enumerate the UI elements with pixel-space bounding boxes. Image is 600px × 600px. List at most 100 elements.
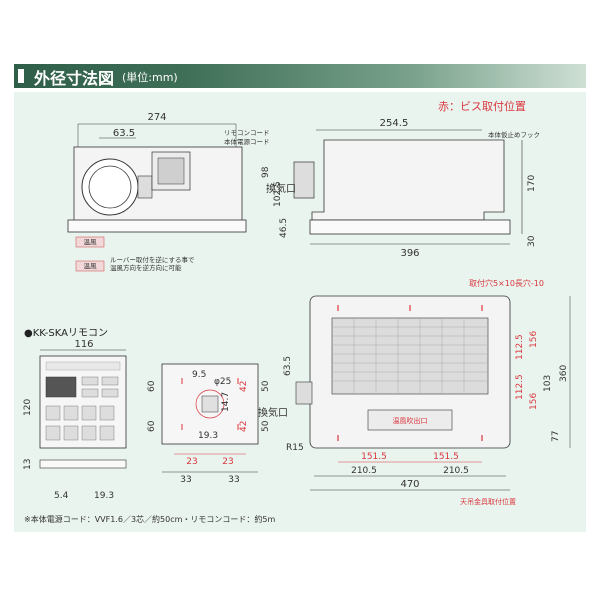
exhaust-label-bottom: 換気口 (258, 406, 288, 419)
dim-103: 103 (543, 375, 553, 392)
section-header: 外径寸法図 (単位:mm) (14, 64, 586, 88)
remote-title: ●KK-SKAリモコン (24, 328, 108, 339)
header-bar (14, 64, 586, 88)
dim-98: 98 (261, 166, 271, 178)
louver-note-1: ルーバー取付を逆にする事で (110, 255, 195, 264)
dim-r15: R15 (286, 443, 304, 453)
remote-button (45, 405, 61, 421)
unit-base-side (309, 219, 511, 235)
remote-button (81, 388, 99, 398)
dim-112-5-b: 112.5 (515, 374, 525, 400)
dim-50-b: 50 (261, 420, 271, 432)
wire-hole (195, 389, 225, 419)
dim-width-274: 274 (147, 112, 166, 123)
remote-header-strip (45, 361, 121, 371)
dim-33-a: 33 (180, 475, 191, 485)
dim-210-5-right: 210.5 (443, 466, 469, 476)
dim-remote-120: 120 (23, 399, 33, 416)
remote-cord-label: リモコンコード (224, 129, 270, 137)
remote-drawing: ●KK-SKAリモコン 116 120 (23, 328, 271, 501)
dim-151-5-left: 151.5 (361, 452, 387, 462)
dim-30: 30 (527, 235, 537, 247)
dim-210-5-left: 210.5 (351, 466, 377, 476)
remote-button (45, 425, 61, 441)
warm-air-icon (75, 236, 105, 248)
unit-body-side (311, 139, 505, 221)
hanger-note: 天吊金具取付位置 (460, 497, 516, 506)
warm-air-icon-label-1: 温風 (84, 237, 98, 246)
remote-display (45, 376, 77, 398)
dim-112-5-a: 112.5 (515, 334, 525, 360)
side-view: 赤：ビス取付位置 リモコンコード 本体電源コード 本体仮止めフック 254.5 … (224, 99, 540, 259)
duct-outer (81, 158, 139, 216)
remote-button (81, 376, 99, 386)
remote-button (99, 425, 115, 441)
warm-air-icon (75, 260, 105, 272)
warm-air-icon-label-2: 温風 (84, 261, 98, 270)
dim-remote-19-3: 19.3 (94, 491, 114, 501)
exhaust-port-bottom (295, 381, 313, 405)
hook-label: 本体仮止めフック (488, 130, 540, 139)
intake-grille (331, 317, 489, 395)
dim-170: 170 (527, 175, 537, 192)
dim-77: 77 (551, 431, 561, 442)
header-marker (18, 69, 24, 83)
dim-33-b: 33 (228, 475, 239, 485)
dim-remote-116: 116 (74, 339, 93, 350)
dim-151-5-right: 151.5 (433, 452, 459, 462)
dim-50-a: 50 (261, 380, 271, 392)
power-cord-label: 本体電源コード (224, 137, 270, 146)
dim-back-60-b: 60 (147, 420, 157, 432)
mount-holes-label: 取付穴5×10長穴-10 (469, 278, 544, 288)
dim-42-b: 42 (239, 421, 249, 432)
page-title: 外径寸法図 (34, 69, 115, 88)
top-view: 274 63.5 温風 温風 (67, 112, 247, 272)
dim-total-470: 470 (400, 479, 419, 490)
dim-23-a: 23 (186, 457, 197, 467)
dim-14-7: 14.7 (221, 392, 231, 412)
dim-length-254-5: 254.5 (380, 118, 409, 129)
dim-42-a: 42 (239, 381, 249, 392)
dim-bottom-396: 396 (400, 248, 419, 259)
dim-phi-25: φ25 (214, 377, 231, 387)
dim-156-b: 156 (529, 393, 539, 410)
dim-360: 360 (559, 365, 569, 382)
remote-screw-markers (181, 378, 239, 430)
remote-button (81, 405, 97, 421)
exhaust-port-side (293, 161, 315, 199)
dim-9-5: 9.5 (192, 370, 206, 380)
dim-46-5: 46.5 (279, 218, 289, 238)
dim-duct-offset: 63.5 (113, 128, 135, 139)
remote-button (81, 425, 97, 441)
remote-button (101, 376, 119, 386)
duct-flange (137, 175, 153, 199)
dim-63-5: 63.5 (283, 356, 293, 376)
remote-side (39, 459, 127, 469)
dim-remote-5-4: 5.4 (54, 491, 69, 501)
technical-drawing: 274 63.5 温風 温風 (23, 99, 571, 506)
warm-air-outlet-label: 温風吹出口 (393, 416, 428, 425)
duct-inner (88, 165, 132, 209)
remote-button (101, 388, 119, 398)
remote-button (63, 425, 79, 441)
remote-button (63, 405, 79, 421)
warm-air-outlet (367, 409, 453, 431)
drawing-panel: 274 63.5 温風 温風 (14, 92, 586, 532)
screw-markers (337, 305, 483, 441)
bottom-view: 取付穴5×10長穴-10 温風吹出口 (258, 278, 571, 506)
remote-button (99, 405, 115, 421)
dim-156-a: 156 (529, 331, 539, 348)
grille-lines (332, 318, 488, 394)
dim-23-b: 23 (222, 457, 233, 467)
unit-label: (単位:mm) (122, 71, 178, 84)
dim-back-60-a: 60 (147, 380, 157, 392)
louver-note-2: 温風方向を逆方向に可能 (110, 263, 182, 272)
dim-remote-13: 13 (23, 459, 33, 470)
screw-position-legend: 赤：ビス取付位置 (438, 99, 526, 113)
unit-base-top (67, 219, 247, 233)
exhaust-label-side: 換気口 (266, 182, 296, 195)
dim-102-5: 102.5 (273, 181, 283, 207)
footnote: ※本体電源コード：VVF1.6／3芯／約50cm・リモコンコード：約5m (24, 515, 276, 524)
dim-back-19-3: 19.3 (198, 431, 218, 441)
